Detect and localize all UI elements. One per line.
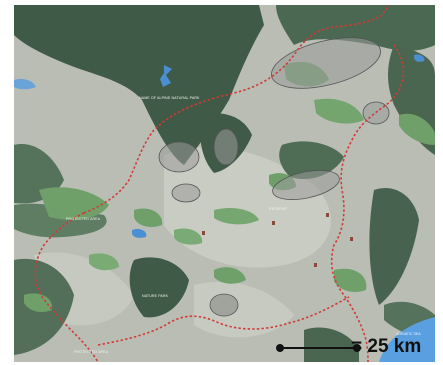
zone-central <box>213 128 239 166</box>
vegetation-patch <box>89 253 119 271</box>
lake <box>160 65 172 87</box>
zone-south <box>209 293 239 317</box>
site-marker <box>272 221 275 225</box>
region-boundary <box>34 5 405 362</box>
label-south: NATURE PARK <box>142 294 169 298</box>
scale-bar-right-dot <box>353 344 361 352</box>
scale-bar-label: = 25 km <box>351 336 422 357</box>
label-southwest: PROTECTED AREA <box>74 350 109 354</box>
zone-southeast <box>272 170 340 200</box>
scale-bar-line <box>279 347 357 349</box>
forest-northeast <box>276 5 435 51</box>
vegetation-patch <box>334 268 367 292</box>
forest-east-ridge <box>369 188 419 305</box>
sea <box>379 317 435 362</box>
vegetation-patch <box>214 208 259 225</box>
label-park-name: NAME OF ALPINE NATURAL PARK <box>139 96 200 100</box>
zone-northeast <box>271 37 381 89</box>
lake <box>14 78 36 90</box>
forest-south-east <box>304 327 359 362</box>
forest-south <box>129 257 189 318</box>
map-canvas[interactable]: NAME OF ALPINE NATURAL PARK PROTECTED AR… <box>14 5 435 362</box>
site-marker <box>326 213 329 217</box>
forest-central <box>279 141 344 179</box>
vegetation-patch <box>399 113 435 145</box>
site-marker <box>350 237 353 241</box>
vegetation-patch <box>214 267 246 284</box>
vegetation-patch <box>24 293 53 313</box>
vegetation-patch <box>174 228 203 245</box>
scale-bar-left-dot <box>276 344 284 352</box>
lake <box>414 54 425 62</box>
label-central: RESERVE <box>269 207 287 211</box>
vegetation-patch <box>39 187 109 220</box>
site-marker <box>202 231 205 235</box>
zone-central-small <box>171 183 201 203</box>
map-frame[interactable]: NAME OF ALPINE NATURAL PARK PROTECTED AR… <box>14 5 435 362</box>
vegetation-patch <box>314 98 364 124</box>
scale-bar: = 25 km <box>265 335 435 359</box>
vegetation-patch <box>134 208 163 228</box>
label-west: PROTECTED AREA <box>66 217 101 221</box>
zone-central-west <box>158 141 200 173</box>
site-marker <box>314 263 317 267</box>
label-sea: ADRIATIC SEA <box>396 332 421 336</box>
lake <box>132 228 147 238</box>
